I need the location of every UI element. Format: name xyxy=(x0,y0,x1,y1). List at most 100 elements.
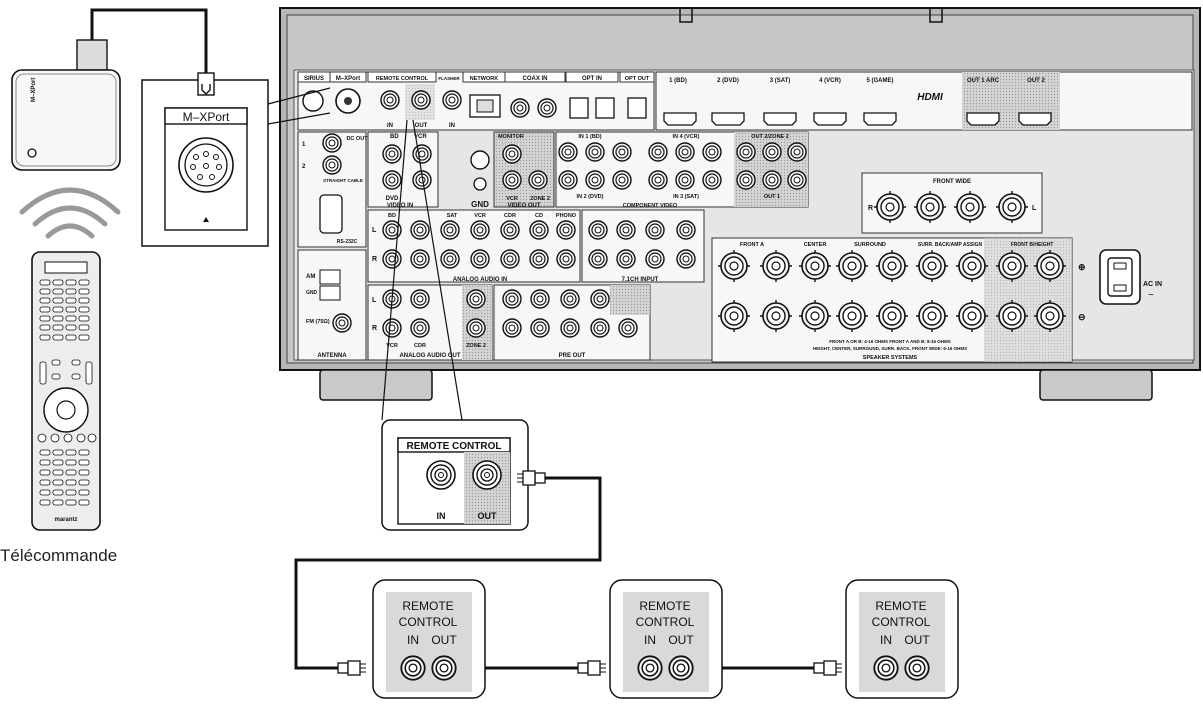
device-3-in-jack xyxy=(873,655,899,681)
remote-control-panel-label: REMOTE CONTROL xyxy=(376,76,429,82)
wireless-signal-icon xyxy=(19,187,121,239)
svg-text:R: R xyxy=(372,325,377,332)
network-label: NETWORK xyxy=(470,76,498,82)
am-gnd-label: GND xyxy=(306,290,318,296)
flasher-label: FLASHER xyxy=(438,76,460,81)
svg-text:⊕: ⊕ xyxy=(1078,262,1086,272)
audio-out-zone2-label: ZONE 2 xyxy=(466,343,486,349)
svg-text:L: L xyxy=(372,227,377,234)
audio-out-cdr-label: CDR xyxy=(414,343,426,349)
audio-cdr-label: CDR xyxy=(504,213,516,219)
device-1-line1: REMOTE xyxy=(402,599,453,613)
flasher-jack xyxy=(442,90,462,110)
dc-out-jack xyxy=(322,155,342,175)
device-3-in-label: IN xyxy=(880,633,892,647)
mxport-cable xyxy=(90,8,208,73)
device-3-out-jack xyxy=(904,655,930,681)
analog-audio-in-label: ANALOG AUDIO IN xyxy=(453,277,507,283)
sirius-port xyxy=(302,90,324,112)
front-wide-label: FRONT WIDE xyxy=(933,179,971,185)
ch71-input-label: 7.1CH INPUT xyxy=(622,277,659,283)
front-wide-block: FRONT WIDE R L xyxy=(861,172,1043,234)
audio-vcr-label: VCR xyxy=(474,213,486,219)
coax-in-jack xyxy=(510,98,530,118)
mxport-module: M–XPort xyxy=(11,39,121,171)
device-2-line1: REMOTE xyxy=(639,599,690,613)
hdmi-in3-label: 3 (SAT) xyxy=(770,78,791,84)
zoom-title: REMOTE CONTROL xyxy=(407,441,502,452)
device-1-in-label: IN xyxy=(407,633,419,647)
opt-in-label: OPT IN xyxy=(582,76,602,82)
hdmi-in-port xyxy=(711,112,745,126)
remote-control-zoom: REMOTE CONTROL IN OUT xyxy=(381,419,529,531)
video-out-block: MONITOR VCR ZONE 2 VIDEO OUT xyxy=(493,131,555,209)
svg-text:1: 1 xyxy=(302,142,306,148)
audio-phono-label: PHONO xyxy=(556,213,577,219)
audio-sat-label: SAT xyxy=(447,213,458,219)
coax-in-label: COAX IN xyxy=(522,76,547,82)
rca-plug xyxy=(337,660,367,676)
gnd-terminal: GND xyxy=(470,150,490,209)
svg-text:⊖: ⊖ xyxy=(1078,312,1086,322)
opt-out-label: OPT OUT xyxy=(625,76,650,82)
mxport-panel-label: M–XPort xyxy=(336,76,360,82)
audio-cd-label: CD xyxy=(535,213,543,219)
fm-antenna-jack xyxy=(332,313,352,333)
speaker-note-1: FRONT A OR B: 4-16 OHMS FRONT A AND B: 8… xyxy=(829,339,950,344)
svg-text:2: 2 xyxy=(302,164,306,170)
remote-out-label: OUT xyxy=(415,123,428,129)
remote-in-jack xyxy=(380,90,400,110)
device-1-in-jack xyxy=(400,655,426,681)
video-dvd-label: DVD xyxy=(386,196,399,202)
left-utility-column: 1 2 DC OUT STRAIGHT CABLE RS-232C AM GND… xyxy=(297,131,368,361)
zoom-out-label: OUT xyxy=(478,511,498,521)
antenna-label: ANTENNA xyxy=(317,353,347,359)
opt-in-port xyxy=(595,97,615,119)
hdmi-in1-label: 1 (BD) xyxy=(669,78,687,84)
dc-out-jack xyxy=(322,133,342,153)
hdmi-logo: HDMI xyxy=(917,92,943,103)
hdmi-out2-label: OUT 2 xyxy=(1027,78,1045,84)
device-3: REMOTE CONTROL IN OUT xyxy=(845,579,959,699)
zoom-leader-lines xyxy=(381,119,463,421)
hdmi-in4-label: 4 (VCR) xyxy=(819,78,841,84)
straight-cable-label: STRAIGHT CABLE xyxy=(323,178,363,183)
receiver-foot xyxy=(319,369,433,401)
device-2-in-jack xyxy=(637,655,663,681)
rca-plug xyxy=(577,660,607,676)
hdmi-out-port xyxy=(966,112,1000,126)
component-video-block: IN 1 (BD) IN 4 (VCR) OUT 2/ZONE 2 IN 2 (… xyxy=(555,131,809,209)
video-out-vcr-label: VCR xyxy=(506,196,518,202)
analog-audio-out-block: L R VCR CDR ZONE 2 ANALOG AUDIO OUT xyxy=(367,284,493,361)
zoom-in-label: IN xyxy=(437,511,446,521)
rs232c-port xyxy=(319,194,343,234)
front-a-label: FRONT A xyxy=(740,242,764,248)
component-in3-label: IN 3 (SAT) xyxy=(673,194,699,200)
hdmi-out-port xyxy=(1018,112,1052,126)
hdmi-in-port xyxy=(863,112,897,126)
device-2-out-jack xyxy=(668,655,694,681)
device-1-out-jack xyxy=(431,655,457,681)
hdmi-row: 1 (BD) 2 (DVD) 3 (SAT) 4 (VCR) 5 (GAME) … xyxy=(655,71,1193,131)
device-2-in-label: IN xyxy=(644,633,656,647)
remote-caption: Télécommande xyxy=(0,546,118,565)
audio-out-vcr-label: VCR xyxy=(386,343,398,349)
speaker-systems-block: FRONT A CENTER SURROUND SURR. BACK/AMP A… xyxy=(711,237,1086,363)
speaker-note-2: HEIGHT, CENTER, SURROUND, SURR. BACK, FR… xyxy=(813,346,967,351)
center-label: CENTER xyxy=(804,242,827,248)
svg-text:L: L xyxy=(372,297,377,304)
ac-in-socket: AC IN ~ xyxy=(1099,249,1162,305)
hdmi-out1-label: OUT 1 ARC xyxy=(967,78,1000,84)
fm-label: FM (75Ω) xyxy=(306,319,330,325)
hdmi-in5-label: 5 (GAME) xyxy=(867,78,894,84)
device-2-line2: CONTROL xyxy=(636,615,695,629)
speaker-systems-label: SPEAKER SYSTEMS xyxy=(863,355,918,361)
surround-label: SURROUND xyxy=(854,242,886,248)
remote-cable-1 xyxy=(294,476,602,670)
hdmi-in-port xyxy=(763,112,797,126)
mxport-callout: M–XPort xyxy=(141,72,331,247)
device-2-out-label: OUT xyxy=(668,633,694,647)
device-3-out-label: OUT xyxy=(904,633,930,647)
dc-out-label: DC OUT xyxy=(346,136,368,142)
video-out-label: VIDEO OUT xyxy=(507,203,540,209)
